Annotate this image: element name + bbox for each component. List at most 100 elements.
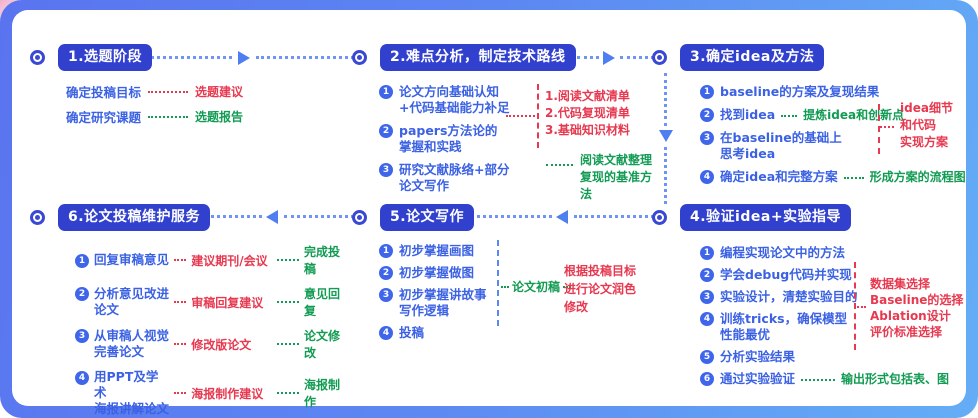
- connector-dots-green: [781, 115, 798, 117]
- list-item: 3 从审稿人视觉 完善论文 修改版论文 论文修改: [75, 327, 348, 361]
- item-label: 初步掌握讲故事 写作逻辑: [399, 287, 487, 318]
- list-item: 1 编程实现论文中的方法: [700, 245, 978, 261]
- section-submission-maintenance: 6.论文投稿维护服务 1 回复审稿意见 建议期刊/会议 完成投稿 2 分析意见改…: [30, 203, 348, 417]
- list-item: 3 实验设计，清楚实验目的: [700, 289, 978, 305]
- item-number-badge: 1: [75, 253, 89, 268]
- item-label: 训练tricks，确保模型 性能最优: [720, 311, 848, 342]
- item-label: 确定idea和完整方案: [720, 169, 838, 184]
- list-item: 3 初步掌握讲故事 写作逻辑: [379, 287, 652, 319]
- flow-connector-4-5: [452, 215, 552, 218]
- stage-node-icon: [30, 209, 45, 225]
- item-number-badge: 3: [700, 290, 714, 304]
- deliverable-green: 选题报告: [195, 110, 244, 124]
- connector-dots-green: [276, 259, 299, 261]
- section-2-header: 2.难点分析，制定技术路线: [352, 43, 652, 71]
- stage-6-title: 6.论文投稿维护服务: [58, 203, 211, 231]
- flow-connector-3-4b: [664, 147, 667, 204]
- list-item: 4 投稿: [379, 325, 652, 341]
- draft-connector: 论文初稿: [501, 278, 572, 295]
- connector-dots-red: [506, 115, 535, 117]
- arrow-right-icon: [603, 51, 615, 65]
- flow-connector-3-4: [664, 73, 667, 126]
- item-number-badge: 1: [700, 85, 714, 99]
- item-label: 确定研究课题: [66, 110, 142, 125]
- item-number-badge: 2: [379, 266, 393, 280]
- item-number-badge: 4: [700, 312, 714, 326]
- flow-connector-4-5b: [574, 215, 654, 218]
- stage-4-title: 4.验证idea+实验指导: [680, 203, 852, 231]
- connector-dots-green: [276, 343, 299, 345]
- connector-dots-red: [148, 90, 189, 93]
- connector-dots-green: [801, 379, 836, 381]
- deliverable-red: 修改版论文: [191, 337, 252, 352]
- connector-dots-red: [174, 392, 187, 394]
- connector-dots-red: [880, 126, 894, 128]
- deliverable-note-green: 阅读文献整理 复现的基准方法: [580, 153, 653, 201]
- list-item: 确定投稿目标 选题建议: [66, 82, 330, 101]
- item-number-badge: 3: [379, 163, 393, 177]
- list-item: 4 确定idea和完整方案 形成方案的流程图: [700, 169, 978, 185]
- section-difficulty-analysis: 2.难点分析，制定技术路线 1 论文方向基础认知 +代码基础能力补足 2 pap…: [352, 43, 652, 201]
- section-1-header: 1.选题阶段: [30, 43, 330, 71]
- deliverable-note-red: 1.阅读文献清单 2.代码复现清单 3.基础知识材料: [545, 89, 630, 137]
- flow-connector-5-6: [206, 215, 262, 218]
- deliverable-green: 论文初稿: [512, 280, 561, 294]
- section-topic-selection: 1.选题阶段 确定投稿目标 选题建议 确定研究课题 选题报告: [30, 43, 330, 126]
- item-label: 通过实验验证: [720, 371, 796, 386]
- connector-dots-red: [854, 306, 866, 308]
- item-label: 从审稿人视觉 完善论文: [94, 328, 170, 359]
- list-item: 5 分析实验结果: [700, 349, 978, 365]
- list-item: 4 用PPT及学术 海报讲解论文 海报制作建议 海报制作: [75, 369, 348, 417]
- item-label: 实验设计，清楚实验目的: [720, 289, 858, 304]
- list-item: 1 baseline的方案及复现结果: [700, 84, 978, 100]
- deliverable-green: 意见回复: [303, 287, 340, 318]
- item-number-badge: 4: [700, 170, 714, 184]
- stage-5-title: 5.论文写作: [380, 203, 475, 231]
- connector-dots-green: [843, 177, 864, 179]
- section-6-header: 6.论文投稿维护服务: [30, 203, 348, 231]
- deliverable-green: 论文修改: [303, 329, 340, 360]
- item-number-badge: 4: [379, 326, 393, 340]
- item-number-badge: 1: [379, 85, 393, 99]
- item-number-badge: 1: [700, 246, 714, 260]
- deliverable-green: 输出形式包括表、图: [841, 372, 950, 386]
- section-determine-idea: 3.确定idea及方法 1 baseline的方案及复现结果 2 找到idea …: [652, 43, 978, 185]
- list-item: 1 论文方向基础认知 +代码基础能力补足: [379, 84, 652, 116]
- deliverable-green: 提炼idea和创新点: [803, 108, 905, 122]
- item-label: 论文方向基础认知 +代码基础能力补足: [399, 84, 510, 115]
- item-number-badge: 3: [700, 131, 714, 145]
- bracket-line-red: [878, 104, 880, 154]
- stage-node-icon: [30, 49, 45, 65]
- arrow-left-icon: [556, 210, 568, 224]
- item-label: 研究文献脉络+部分 论文写作: [399, 162, 510, 193]
- item-number-badge: 4: [75, 371, 89, 385]
- section-3-header: 3.确定idea及方法: [652, 43, 978, 71]
- item-number-badge: 3: [379, 288, 393, 302]
- deliverable-note-red: 根据投稿目标 进行论文润色 修改: [564, 264, 637, 314]
- deliverable-note-red: idea细节 和代码 实现方案: [900, 101, 953, 149]
- item-label: 用PPT及学术 海报讲解论文: [94, 369, 170, 416]
- item-label: 投稿: [399, 325, 425, 340]
- item-label: 在baseline的基础上 思考idea: [720, 130, 842, 161]
- item-label: 初步掌握做图: [399, 265, 475, 280]
- connector-dots-green: [546, 164, 573, 166]
- deliverable-red: 建议期刊/会议: [191, 253, 268, 268]
- deliverable-red: 选题建议: [195, 85, 244, 99]
- list-item: 1 回复审稿意见 建议期刊/会议 完成投稿: [75, 243, 348, 277]
- deliverable-red: 海报制作建议: [191, 386, 264, 401]
- stage-2-title: 2.难点分析，制定技术路线: [380, 43, 576, 71]
- section-verify-idea: 4.验证idea+实验指导 1 编程实现论文中的方法 2 学会debug代码并实…: [652, 203, 978, 387]
- list-item: 确定研究课题 选题报告: [66, 107, 330, 126]
- flow-connector-1-2: [146, 56, 232, 59]
- arrow-left-icon: [266, 210, 278, 224]
- connector-dots-green: [501, 285, 509, 288]
- item-number-badge: 3: [75, 329, 89, 343]
- deliverable-note-red: 数据集选择 Baseline的选择 Ablation设计 评价标准选择: [870, 277, 964, 339]
- section-paper-writing: 5.论文写作 1 初步掌握画图 2 初步掌握做图 3 初步掌握讲故事 写作逻辑 …: [352, 203, 652, 341]
- section-5-header: 5.论文写作: [352, 203, 652, 231]
- deliverable-red: 审稿回复建议: [191, 295, 264, 310]
- item-label: papers方法论的 掌握和实践: [399, 123, 498, 154]
- item-number-badge: 6: [700, 372, 714, 386]
- stage-node-icon: [652, 209, 667, 225]
